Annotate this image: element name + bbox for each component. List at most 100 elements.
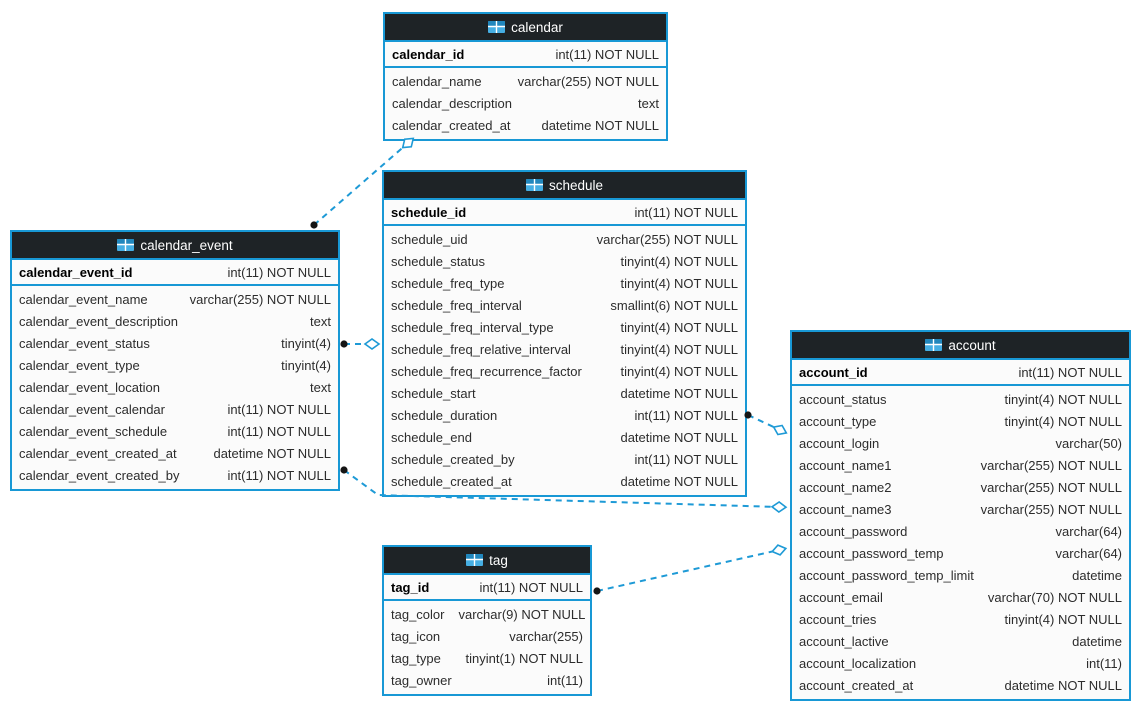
column-name: account_localization bbox=[799, 655, 917, 671]
column-row[interactable]: schedule_uid varchar(255) NOT NULL bbox=[384, 228, 745, 250]
db-table-header[interactable]: account bbox=[792, 332, 1129, 360]
column-type: text bbox=[310, 379, 331, 395]
column-row[interactable]: account_lactive datetime bbox=[792, 630, 1129, 652]
db-table-tag[interactable]: tag tag_id int(11) NOT NULL tag_color va… bbox=[382, 545, 592, 696]
primary-key-row[interactable]: calendar_id int(11) NOT NULL bbox=[385, 42, 666, 68]
column-name: account_password bbox=[799, 523, 908, 539]
column-row[interactable]: account_password_temp varchar(64) bbox=[792, 542, 1129, 564]
column-row[interactable]: schedule_freq_interval_type tinyint(4) N… bbox=[384, 316, 745, 338]
relationship-diamond-endpoint bbox=[770, 544, 788, 556]
column-type: datetime NOT NULL bbox=[541, 117, 659, 133]
column-type: datetime bbox=[1072, 567, 1122, 583]
table-title: account bbox=[948, 337, 996, 353]
column-name: tag_owner bbox=[391, 672, 452, 688]
column-row[interactable]: calendar_event_status tinyint(4) bbox=[12, 332, 338, 354]
column-row[interactable]: calendar_event_location text bbox=[12, 376, 338, 398]
column-row[interactable]: calendar_description text bbox=[385, 92, 666, 114]
column-row[interactable]: account_localization int(11) bbox=[792, 652, 1129, 674]
db-table-calendar_event[interactable]: calendar_event calendar_event_id int(11)… bbox=[10, 230, 340, 491]
column-type: tinyint(4) NOT NULL bbox=[1004, 611, 1122, 627]
columns-section: account_status tinyint(4) NOT NULL accou… bbox=[792, 386, 1129, 699]
column-name: tag_color bbox=[391, 606, 445, 622]
column-row[interactable]: calendar_event_schedule int(11) NOT NULL bbox=[12, 420, 338, 442]
primary-key-row[interactable]: schedule_id int(11) NOT NULL bbox=[384, 200, 745, 226]
column-row[interactable]: tag_color varchar(9) NOT NULL bbox=[384, 603, 590, 625]
columns-section: calendar_name varchar(255) NOT NULL cale… bbox=[385, 68, 666, 139]
column-row[interactable]: account_type tinyint(4) NOT NULL bbox=[792, 410, 1129, 432]
primary-key-row[interactable]: account_id int(11) NOT NULL bbox=[792, 360, 1129, 386]
primary-key-name: calendar_event_id bbox=[19, 264, 133, 280]
column-row[interactable]: calendar_event_type tinyint(4) bbox=[12, 354, 338, 376]
column-type: varchar(255) NOT NULL bbox=[980, 479, 1122, 495]
column-row[interactable]: schedule_status tinyint(4) NOT NULL bbox=[384, 250, 745, 272]
column-row[interactable]: account_status tinyint(4) NOT NULL bbox=[792, 388, 1129, 410]
column-row[interactable]: schedule_end datetime NOT NULL bbox=[384, 426, 745, 448]
column-name: calendar_event_status bbox=[19, 335, 150, 351]
column-row[interactable]: account_login varchar(50) bbox=[792, 432, 1129, 454]
column-row[interactable]: schedule_created_at datetime NOT NULL bbox=[384, 470, 745, 492]
column-name: tag_type bbox=[391, 650, 441, 666]
column-row[interactable]: schedule_start datetime NOT NULL bbox=[384, 382, 745, 404]
column-row[interactable]: account_email varchar(70) NOT NULL bbox=[792, 586, 1129, 608]
relationship-calendar_event-to-schedule bbox=[340, 338, 381, 350]
db-table-calendar[interactable]: calendar calendar_id int(11) NOT NULL ca… bbox=[383, 12, 668, 141]
column-row[interactable]: account_name2 varchar(255) NOT NULL bbox=[792, 476, 1129, 498]
column-name: calendar_event_name bbox=[19, 291, 148, 307]
column-type: tinyint(4) bbox=[281, 335, 331, 351]
column-row[interactable]: schedule_freq_relative_interval tinyint(… bbox=[384, 338, 745, 360]
primary-key-type: int(11) NOT NULL bbox=[227, 264, 331, 280]
column-row[interactable]: account_password varchar(64) bbox=[792, 520, 1129, 542]
column-type: tinyint(1) NOT NULL bbox=[465, 650, 583, 666]
column-row[interactable]: tag_type tinyint(1) NOT NULL bbox=[384, 647, 590, 669]
column-row[interactable]: account_tries tinyint(4) NOT NULL bbox=[792, 608, 1129, 630]
column-name: calendar_event_schedule bbox=[19, 423, 168, 439]
column-type: tinyint(4) NOT NULL bbox=[620, 275, 738, 291]
column-row[interactable]: account_name3 varchar(255) NOT NULL bbox=[792, 498, 1129, 520]
column-row[interactable]: calendar_event_description text bbox=[12, 310, 338, 332]
column-row[interactable]: account_created_at datetime NOT NULL bbox=[792, 674, 1129, 696]
table-title: calendar bbox=[511, 19, 563, 35]
db-table-header[interactable]: calendar_event bbox=[12, 232, 338, 260]
column-row[interactable]: calendar_event_name varchar(255) NOT NUL… bbox=[12, 288, 338, 310]
db-table-schedule[interactable]: schedule schedule_id int(11) NOT NULL sc… bbox=[382, 170, 747, 497]
column-row[interactable]: tag_icon varchar(255) bbox=[384, 625, 590, 647]
column-name: account_password_temp bbox=[799, 545, 944, 561]
column-type: int(11) NOT NULL bbox=[227, 423, 331, 439]
column-type: datetime NOT NULL bbox=[1004, 677, 1122, 693]
db-table-header[interactable]: tag bbox=[384, 547, 590, 575]
column-row[interactable]: schedule_freq_recurrence_factor tinyint(… bbox=[384, 360, 745, 382]
column-row[interactable]: schedule_freq_type tinyint(4) NOT NULL bbox=[384, 272, 745, 294]
column-name: calendar_event_description bbox=[19, 313, 178, 329]
table-icon bbox=[117, 239, 135, 251]
primary-key-type: int(11) NOT NULL bbox=[479, 579, 583, 595]
column-row[interactable]: account_password_temp_limit datetime bbox=[792, 564, 1129, 586]
column-type: datetime NOT NULL bbox=[620, 473, 738, 489]
db-table-header[interactable]: schedule bbox=[384, 172, 745, 200]
column-row[interactable]: calendar_created_at datetime NOT NULL bbox=[385, 114, 666, 136]
primary-key-row[interactable]: calendar_event_id int(11) NOT NULL bbox=[12, 260, 338, 286]
primary-key-row[interactable]: tag_id int(11) NOT NULL bbox=[384, 575, 590, 601]
column-row[interactable]: account_name1 varchar(255) NOT NULL bbox=[792, 454, 1129, 476]
column-type: tinyint(4) NOT NULL bbox=[1004, 413, 1122, 429]
column-name: calendar_event_location bbox=[19, 379, 160, 395]
db-table-account[interactable]: account account_id int(11) NOT NULL acco… bbox=[790, 330, 1131, 701]
column-row[interactable]: calendar_event_created_by int(11) NOT NU… bbox=[12, 464, 338, 486]
column-row[interactable]: schedule_freq_interval smallint(6) NOT N… bbox=[384, 294, 745, 316]
column-row[interactable]: calendar_event_created_at datetime NOT N… bbox=[12, 442, 338, 464]
column-row[interactable]: tag_owner int(11) bbox=[384, 669, 590, 691]
relationship-dot-endpoint bbox=[340, 340, 348, 348]
column-name: schedule_status bbox=[391, 253, 485, 269]
column-type: varchar(9) NOT NULL bbox=[458, 606, 586, 622]
column-row[interactable]: schedule_created_by int(11) NOT NULL bbox=[384, 448, 745, 470]
column-row[interactable]: calendar_event_calendar int(11) NOT NULL bbox=[12, 398, 338, 420]
column-name: tag_icon bbox=[391, 628, 441, 644]
column-name: schedule_freq_type bbox=[391, 275, 505, 291]
column-row[interactable]: schedule_duration int(11) NOT NULL bbox=[384, 404, 745, 426]
column-name: schedule_start bbox=[391, 385, 476, 401]
db-table-header[interactable]: calendar bbox=[385, 14, 666, 42]
column-name: schedule_freq_interval_type bbox=[391, 319, 554, 335]
column-row[interactable]: calendar_name varchar(255) NOT NULL bbox=[385, 70, 666, 92]
column-name: account_tries bbox=[799, 611, 877, 627]
column-type: varchar(255) bbox=[509, 628, 583, 644]
column-name: schedule_freq_relative_interval bbox=[391, 341, 571, 357]
